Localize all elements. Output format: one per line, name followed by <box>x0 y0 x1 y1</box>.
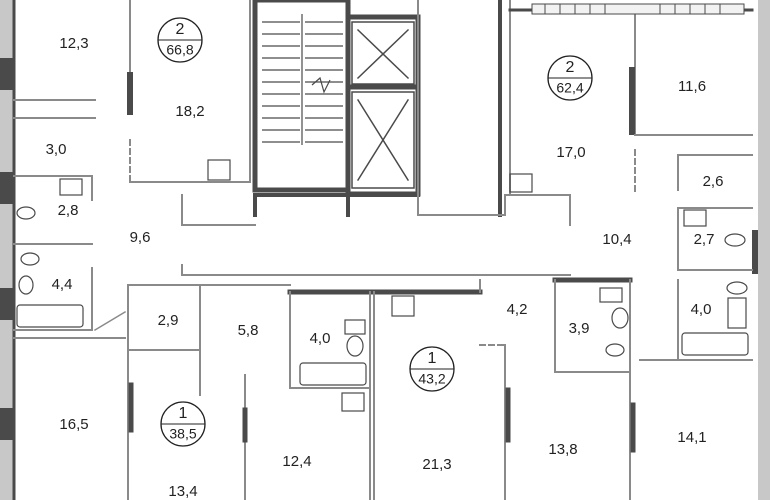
toilet-icon <box>724 233 746 247</box>
room-area-label: 12,3 <box>59 35 88 52</box>
toilet-icon <box>605 343 625 357</box>
apartment-badge: 1 43,2 <box>409 346 455 392</box>
toilet-icon <box>726 281 748 295</box>
apartment-rooms: 2 <box>176 21 185 38</box>
stair-treads <box>262 14 343 145</box>
room-area-label: 3,0 <box>46 141 67 158</box>
toilet-icon <box>611 307 629 329</box>
apartment-badge: 2 66,8 <box>157 17 203 63</box>
sink-icon <box>509 173 533 193</box>
room-area-label: 4,2 <box>507 301 528 318</box>
room-area-label: 4,4 <box>52 276 73 293</box>
bathtub-icon <box>16 304 84 328</box>
toilet-icon <box>18 275 34 295</box>
sink-icon <box>599 287 623 303</box>
apartment-rooms: 2 <box>566 59 575 76</box>
room-area-label: 4,0 <box>310 330 331 347</box>
room-area-label: 2,7 <box>694 231 715 248</box>
toilet-icon <box>346 335 364 357</box>
apartment-badge: 1 38,5 <box>160 401 206 447</box>
toilet-icon <box>20 252 40 266</box>
room-area-label: 5,8 <box>238 322 259 339</box>
sink-icon <box>341 392 365 412</box>
apartment-rooms: 1 <box>179 405 188 422</box>
room-area-label: 11,6 <box>678 78 706 95</box>
room-area-label: 9,6 <box>130 229 151 246</box>
bathtub-icon <box>681 332 749 356</box>
walls <box>12 0 754 500</box>
room-area-label: 14,1 <box>677 429 706 446</box>
apartment-total-area: 38,5 <box>169 426 196 442</box>
bathtub-icon <box>299 362 367 386</box>
room-area-label: 13,4 <box>168 483 197 500</box>
room-area-label: 3,9 <box>569 320 590 337</box>
room-area-label: 2,6 <box>703 173 724 190</box>
room-area-label: 21,3 <box>422 456 451 473</box>
apartment-total-area: 62,4 <box>556 80 583 96</box>
room-area-label: 13,8 <box>548 441 577 458</box>
sink-icon <box>344 319 366 335</box>
sink-icon <box>391 295 415 317</box>
sink-icon <box>727 297 747 329</box>
sink-icon <box>683 209 707 227</box>
window-strip <box>531 3 745 15</box>
room-area-label: 12,4 <box>282 453 311 470</box>
room-area-label: 10,4 <box>602 231 631 248</box>
room-area-label: 2,9 <box>158 312 179 329</box>
room-area-label: 2,8 <box>58 202 79 219</box>
apartment-badge: 2 62,4 <box>547 55 593 101</box>
apartment-total-area: 66,8 <box>166 42 193 58</box>
toilet-icon <box>16 206 36 220</box>
apartment-rooms: 1 <box>428 350 437 367</box>
apartment-badges: 2 66,8 2 62,4 1 38,5 1 43,2 <box>157 17 593 447</box>
room-area-label: 4,0 <box>691 301 712 318</box>
room-area-label: 17,0 <box>556 144 585 161</box>
sink-icon <box>207 159 231 181</box>
room-area-label: 16,5 <box>59 416 88 433</box>
room-labels: 12,3 18,2 3,0 2,8 9,6 4,4 16,5 2,9 5,8 4… <box>46 35 724 500</box>
room-area-label: 18,2 <box>175 103 204 120</box>
apartment-total-area: 43,2 <box>418 371 445 387</box>
fixtures <box>16 159 749 412</box>
sink-icon <box>59 178 83 196</box>
